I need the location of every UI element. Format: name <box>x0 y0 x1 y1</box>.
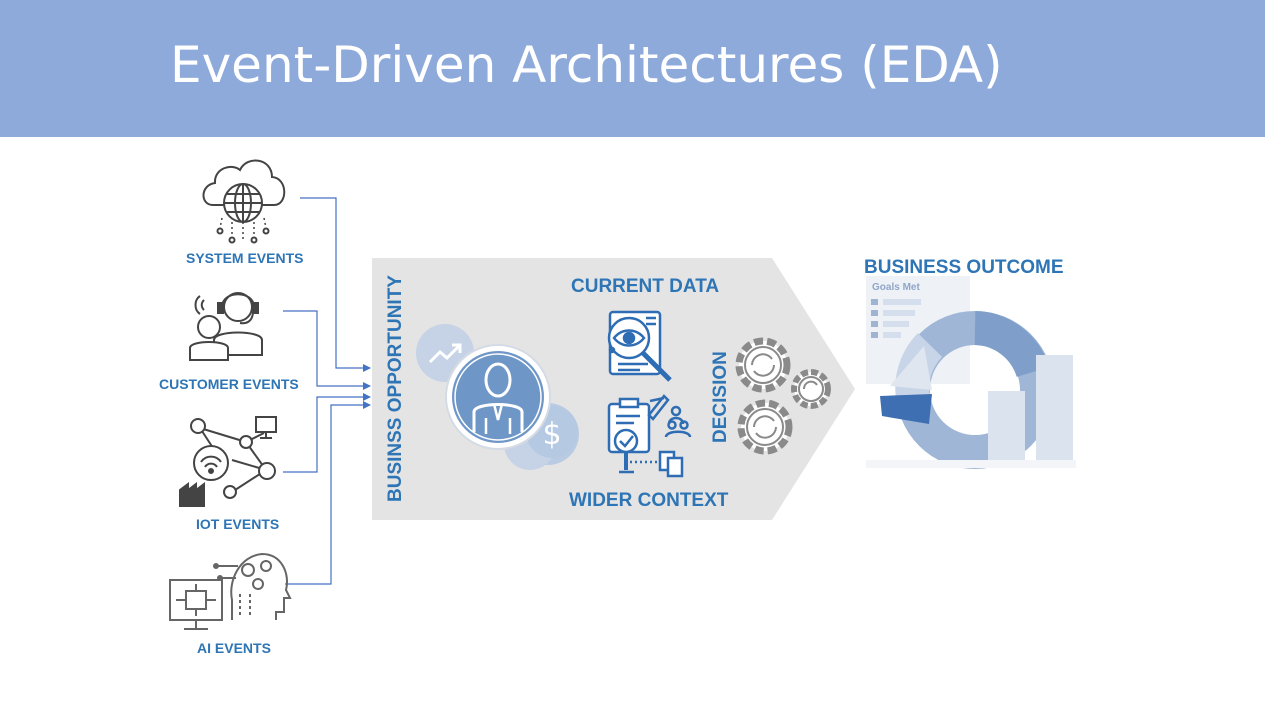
decision-label: DECISION <box>710 351 731 443</box>
ai-chip-head-icon <box>169 552 292 630</box>
outcome-dashboard-graphic <box>866 276 1076 469</box>
iot-network-icon <box>179 416 277 507</box>
customer-events-label: CUSTOMER EVENTS <box>159 376 299 392</box>
title-bar: Event-Driven Architectures (EDA) <box>0 0 1265 137</box>
cloud-globe-icon <box>202 159 286 244</box>
goals-met-label: Goals Met <box>872 282 920 293</box>
slide-title: Event-Driven Architectures (EDA) <box>170 36 1003 94</box>
iot-events-label: IOT EVENTS <box>196 516 280 532</box>
gears-icon <box>735 337 831 455</box>
business-opportunity-label: BUSINSS OPPORTUNITY <box>385 275 406 502</box>
process-band <box>372 258 855 520</box>
customer-agent-icon <box>189 292 263 361</box>
connector-iot <box>283 393 371 473</box>
connector-system <box>300 197 371 372</box>
context-clipboard-icon <box>607 394 692 478</box>
ai-events-label: AI EVENTS <box>197 640 271 656</box>
businessman-icon <box>445 344 551 450</box>
data-analysis-icon <box>607 310 672 382</box>
wider-context-label: WIDER CONTEXT <box>569 490 729 511</box>
connector-customer <box>283 310 371 390</box>
business-outcome-label: BUSINESS OUTCOME <box>864 257 1064 278</box>
current-data-label: CURRENT DATA <box>571 276 720 297</box>
svg-text:$: $ <box>542 417 561 452</box>
connector-ai <box>285 401 371 585</box>
event-connectors <box>283 197 371 585</box>
system-events-label: SYSTEM EVENTS <box>186 250 304 266</box>
